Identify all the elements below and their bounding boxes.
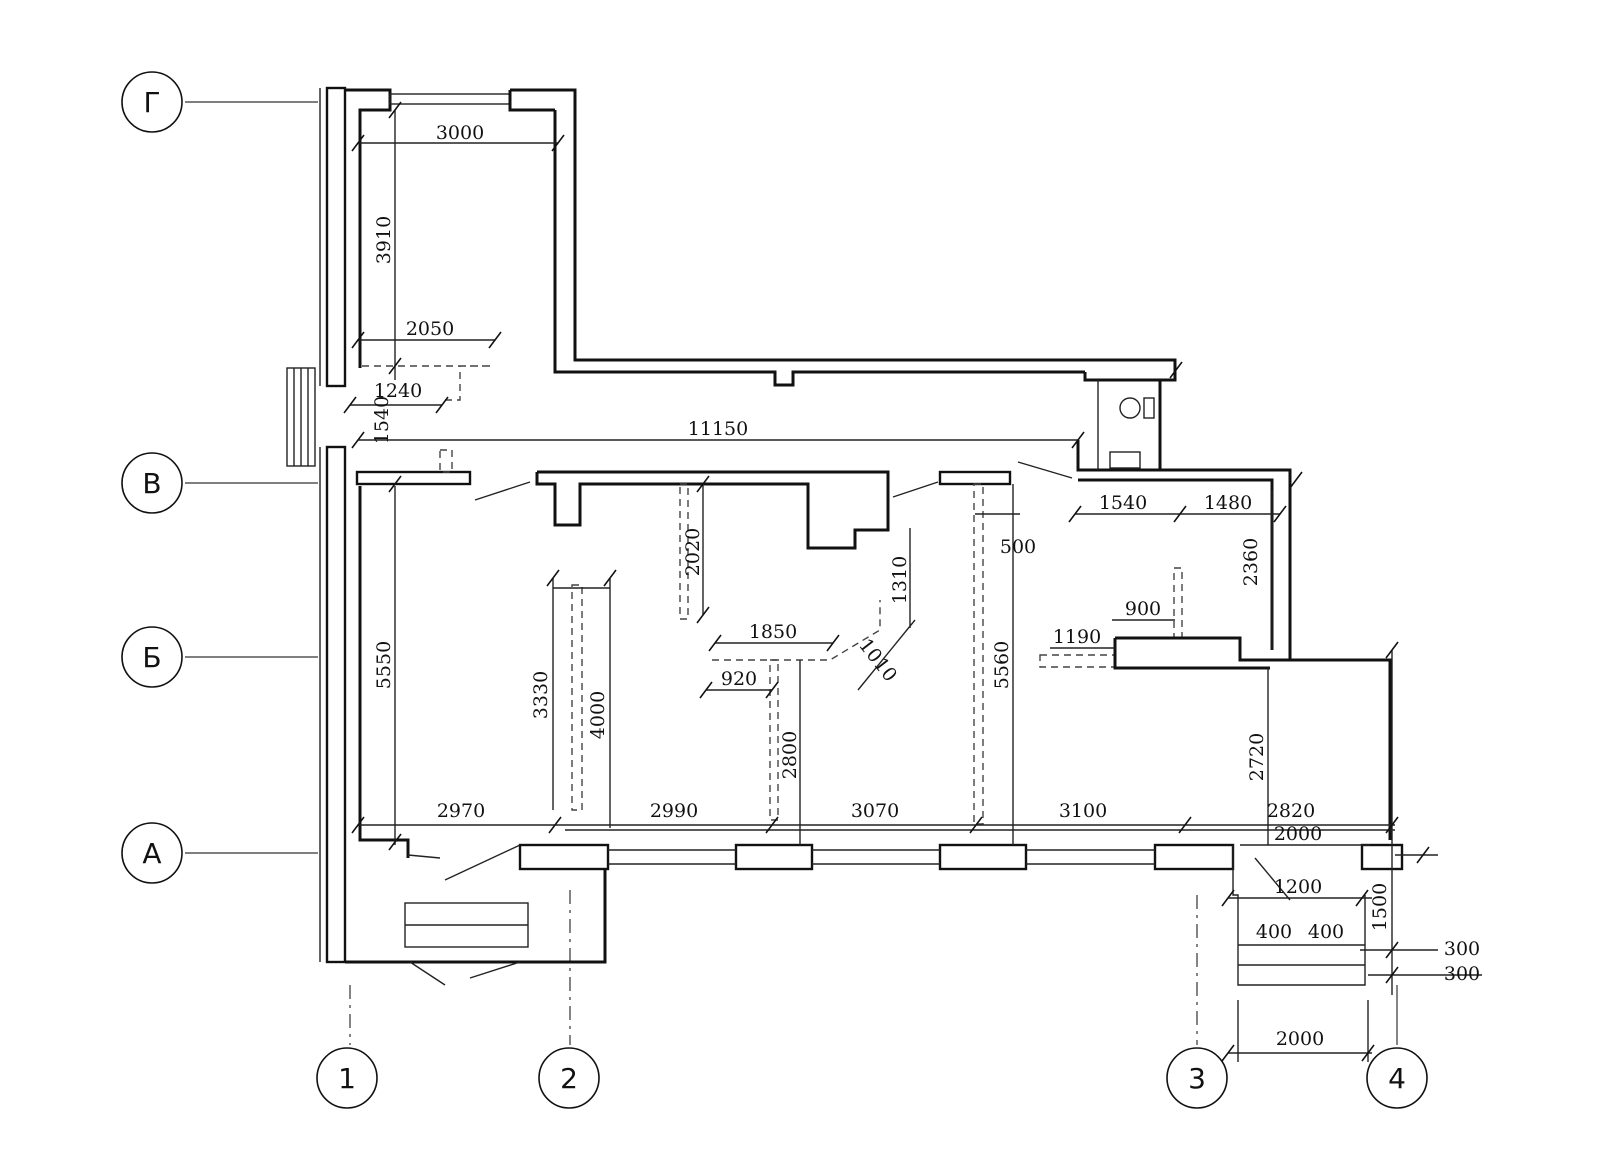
dim-2050: 2050 xyxy=(406,318,454,340)
axis-bubble-row-a: А xyxy=(121,822,183,884)
dim-2360: 2360 xyxy=(1240,538,1262,586)
front-wall-row-a xyxy=(286,367,1404,986)
dim-2820: 2820 xyxy=(1267,800,1315,822)
axis-label-1: 1 xyxy=(338,1062,356,1095)
dim-3070: 3070 xyxy=(851,800,899,822)
exterior-walls xyxy=(319,86,1392,964)
dim-300-lower: 300 xyxy=(1444,963,1480,985)
axis-bubble-row-b: Б xyxy=(121,626,183,688)
dimension-ticks xyxy=(343,101,1430,1062)
dim-300-upper: 300 xyxy=(1444,938,1480,960)
dim-2000-lower: 2000 xyxy=(1276,1028,1324,1050)
axis-label-v: В xyxy=(142,467,161,500)
dim-5550: 5550 xyxy=(373,641,395,689)
dim-3000: 3000 xyxy=(436,122,484,144)
dim-1540-vertical: 1540 xyxy=(371,396,393,444)
grid-lines xyxy=(185,101,1398,1045)
axis-label-2: 2 xyxy=(560,1062,578,1095)
axis-label-g: Г xyxy=(143,86,160,119)
dim-2990: 2990 xyxy=(650,800,698,822)
dim-1240: 1240 xyxy=(374,380,422,402)
dim-500: 500 xyxy=(1000,536,1036,558)
axis-bubble-row-g: Г xyxy=(121,71,183,133)
dim-4000: 4000 xyxy=(587,691,609,739)
axis-bubble-col-1: 1 xyxy=(316,1047,378,1109)
axis-bubble-col-4: 4 xyxy=(1366,1047,1428,1109)
dim-1010: 1010 xyxy=(854,634,901,686)
dim-1540: 1540 xyxy=(1099,492,1147,514)
dim-2020: 2020 xyxy=(682,528,704,576)
dim-5560: 5560 xyxy=(991,641,1013,689)
dim-3910: 3910 xyxy=(373,216,395,264)
dim-2000-upper: 2000 xyxy=(1274,823,1322,845)
dim-1500: 1500 xyxy=(1369,883,1391,931)
dimension-labels: 3000 3910 2050 1240 1540 11150 1540 1480… xyxy=(371,122,1480,1050)
dim-1190: 1190 xyxy=(1053,626,1101,648)
axis-label-4: 4 xyxy=(1388,1062,1406,1095)
axis-bubble-col-3: 3 xyxy=(1166,1047,1228,1109)
dim-400-right: 400 xyxy=(1308,921,1344,943)
dimension-lines xyxy=(350,110,1482,1062)
axis-label-b: Б xyxy=(142,641,161,674)
dim-400-left: 400 xyxy=(1256,921,1292,943)
dim-2970: 2970 xyxy=(437,800,485,822)
axis-label-a: А xyxy=(142,837,161,870)
axis-label-3: 3 xyxy=(1188,1062,1206,1095)
dim-2720: 2720 xyxy=(1246,733,1268,781)
axis-bubble-col-2: 2 xyxy=(538,1047,600,1109)
dim-1200: 1200 xyxy=(1274,876,1322,898)
dim-1850: 1850 xyxy=(749,621,797,643)
dim-11150: 11150 xyxy=(688,418,748,440)
axis-bubble-row-v: В xyxy=(121,452,183,514)
dim-1310: 1310 xyxy=(889,556,911,604)
dim-920: 920 xyxy=(721,668,757,690)
dim-3330: 3330 xyxy=(530,671,552,719)
dim-1480: 1480 xyxy=(1204,492,1252,514)
dim-2800: 2800 xyxy=(779,731,801,779)
interior-walls xyxy=(355,365,1290,858)
dim-900: 900 xyxy=(1125,598,1161,620)
dim-3100: 3100 xyxy=(1059,800,1107,822)
